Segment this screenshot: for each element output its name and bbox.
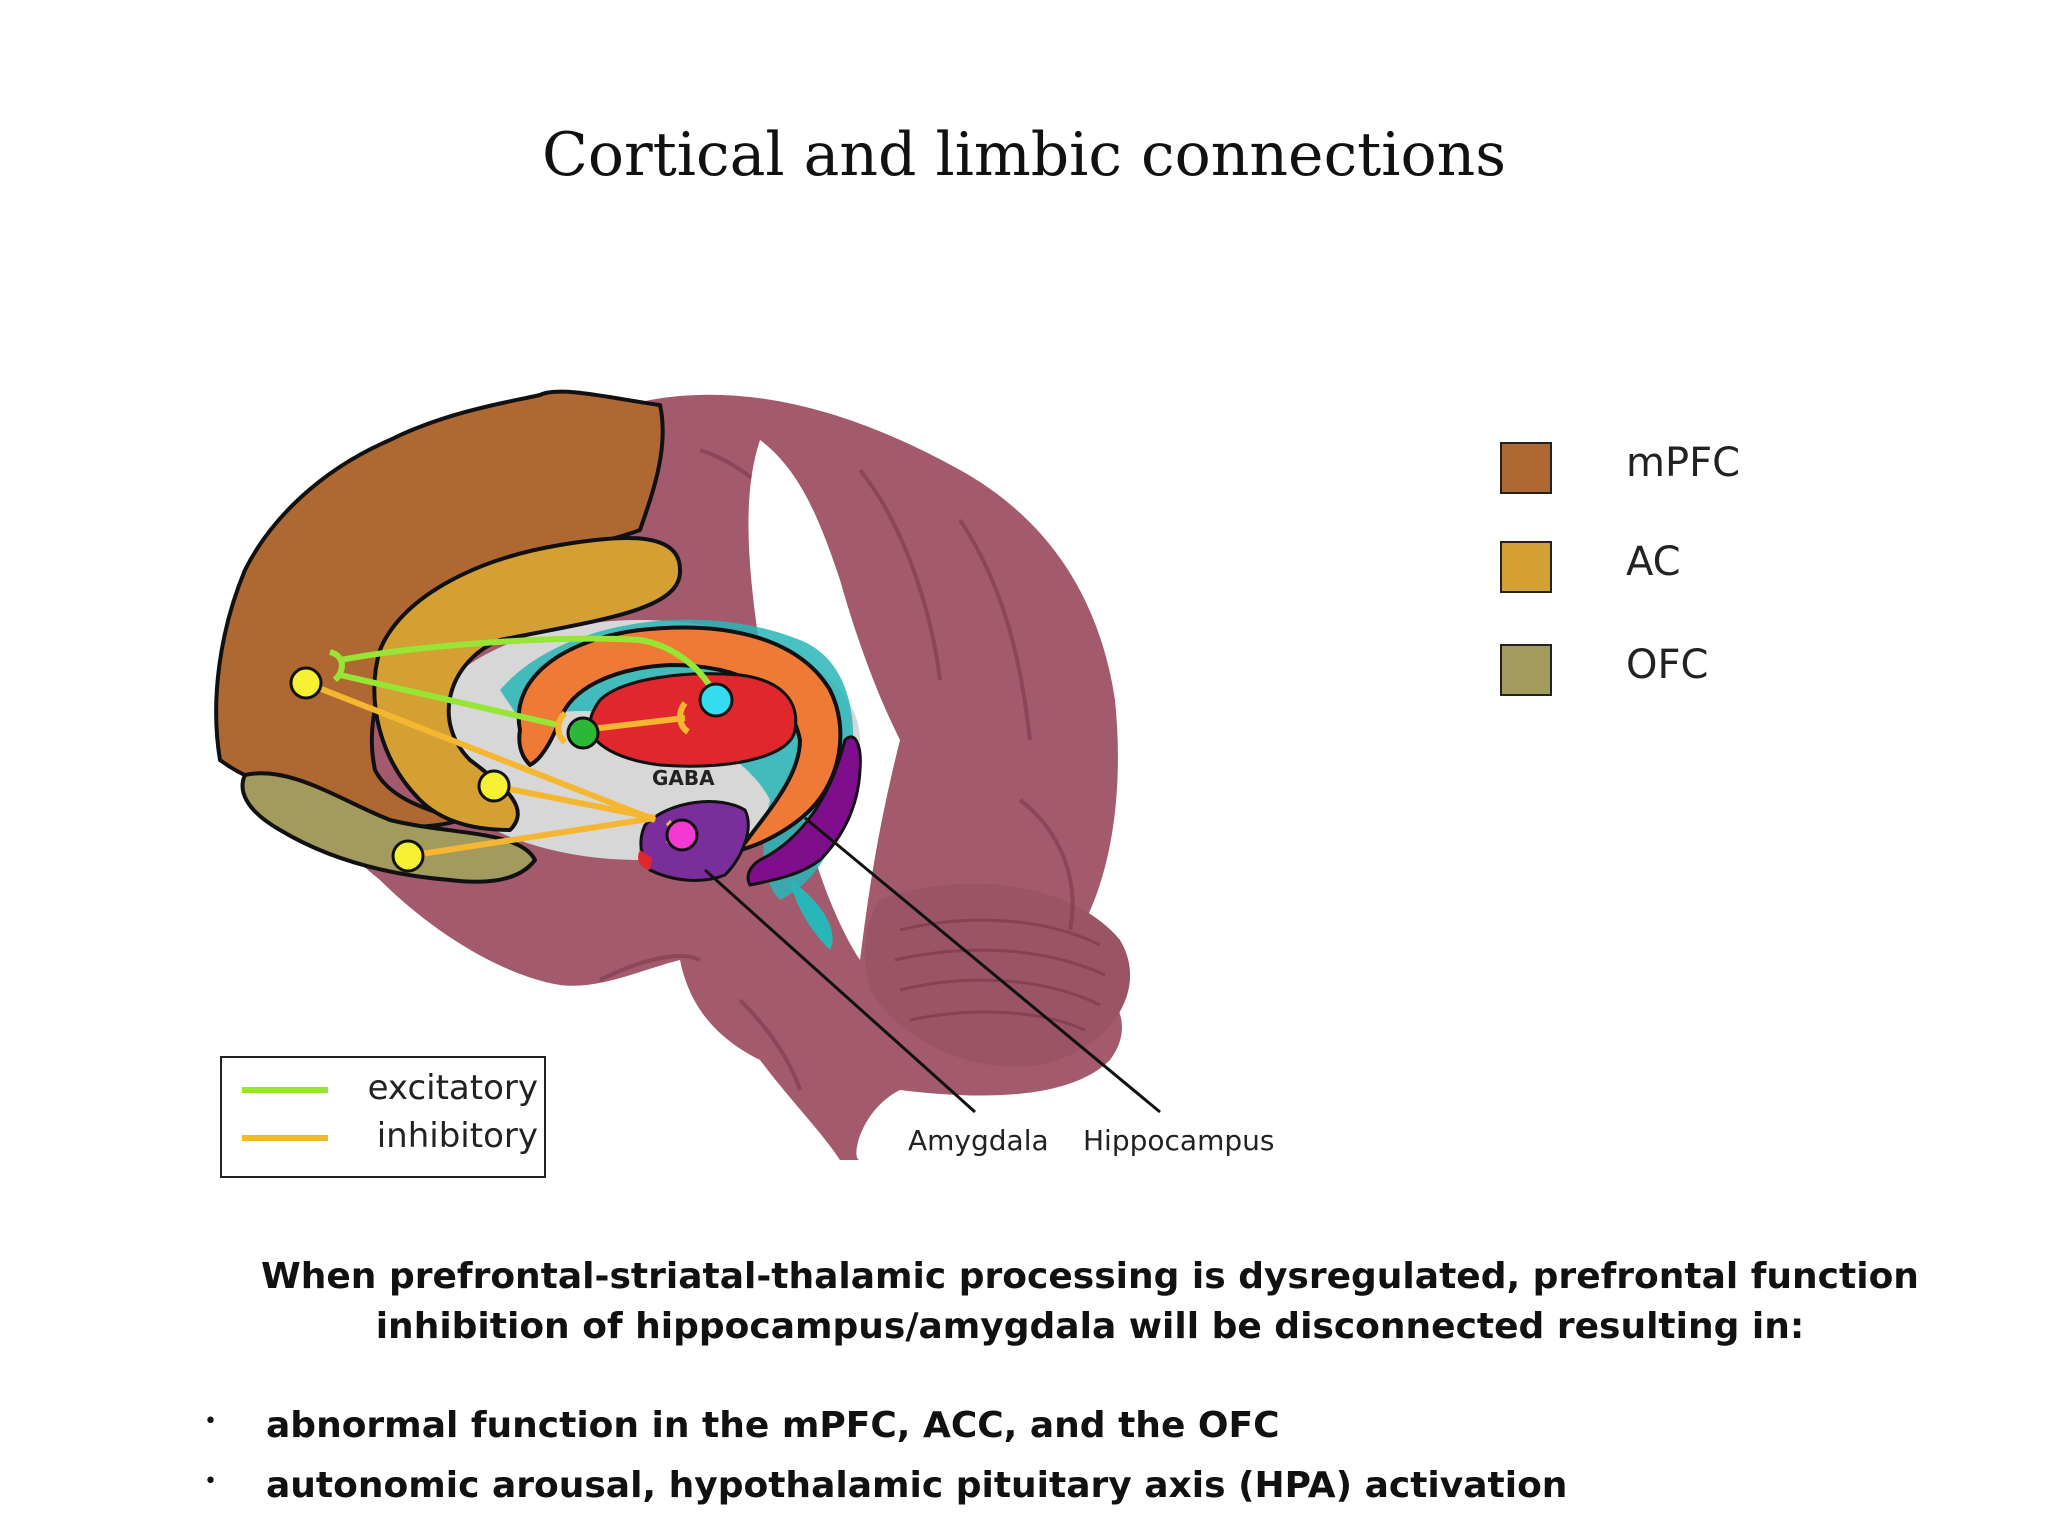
region-ac (372, 535, 683, 832)
node-striatum (566, 716, 600, 750)
excitatory-line-sample (242, 1087, 328, 1093)
caption: When prefrontal-striatal-thalamic proces… (261, 1256, 1919, 1347)
legend-inhibitory: inhibitory (222, 1114, 544, 1162)
bullet-dot: • (204, 1409, 217, 1434)
region-ofc (240, 771, 537, 884)
ofc-label: OFC (1626, 642, 1709, 688)
mpfc-label: mPFC (1626, 440, 1741, 486)
bullet-text: autonomic arousal, hypothalamic pituitar… (266, 1465, 1568, 1506)
inhibitory-path-ac-amygdala (493, 783, 656, 821)
inhibitory-line-sample (242, 1135, 328, 1141)
connection-legend: excitatory inhibitory (220, 1056, 546, 1178)
pointer-hippocampus (804, 816, 1161, 1114)
excitatory-label: excitatory (367, 1068, 538, 1108)
ac-swatch (1500, 541, 1552, 593)
ofc-swatch (1500, 644, 1552, 696)
node-ofc (391, 839, 425, 873)
inhibitory-path-mpfc-amygdala (304, 680, 657, 823)
gaba-label: GABA (652, 766, 715, 790)
node-ac (477, 769, 511, 803)
bullet-list: • abnormal function in the mPFC, ACC, an… (200, 1405, 2000, 1525)
bullet-dot: • (204, 1469, 217, 1494)
amygdala-label: Amygdala (908, 1124, 1049, 1157)
node-amygdala (665, 818, 699, 852)
bullet-item: • abnormal function in the mPFC, ACC, an… (200, 1405, 2000, 1465)
inhibitory-label: inhibitory (376, 1116, 538, 1156)
inhibitory-path-ofc-amygdala (407, 815, 656, 859)
node-thalamus (698, 682, 734, 718)
mpfc-swatch (1500, 442, 1552, 494)
legend-excitatory: excitatory (222, 1066, 544, 1114)
inhibitory-path-striatum-thalamus (582, 715, 686, 733)
excitatory-path-mpfc-thalamus (339, 635, 718, 697)
node-mpfc (289, 666, 323, 700)
pointer-amygdala (703, 868, 977, 1114)
page-title: Cortical and limbic connections (541, 120, 1507, 190)
hippocampus-label: Hippocampus (1083, 1124, 1275, 1157)
region-hippocampus (746, 735, 862, 887)
ac-label: AC (1626, 539, 1681, 585)
excitatory-path-mpfc-striatum (339, 672, 559, 728)
bullet-item: • autonomic arousal, hypothalamic pituit… (200, 1465, 2000, 1525)
region-thalamus (588, 672, 798, 768)
bullet-text: abnormal function in the mPFC, ACC, and … (266, 1405, 1280, 1446)
